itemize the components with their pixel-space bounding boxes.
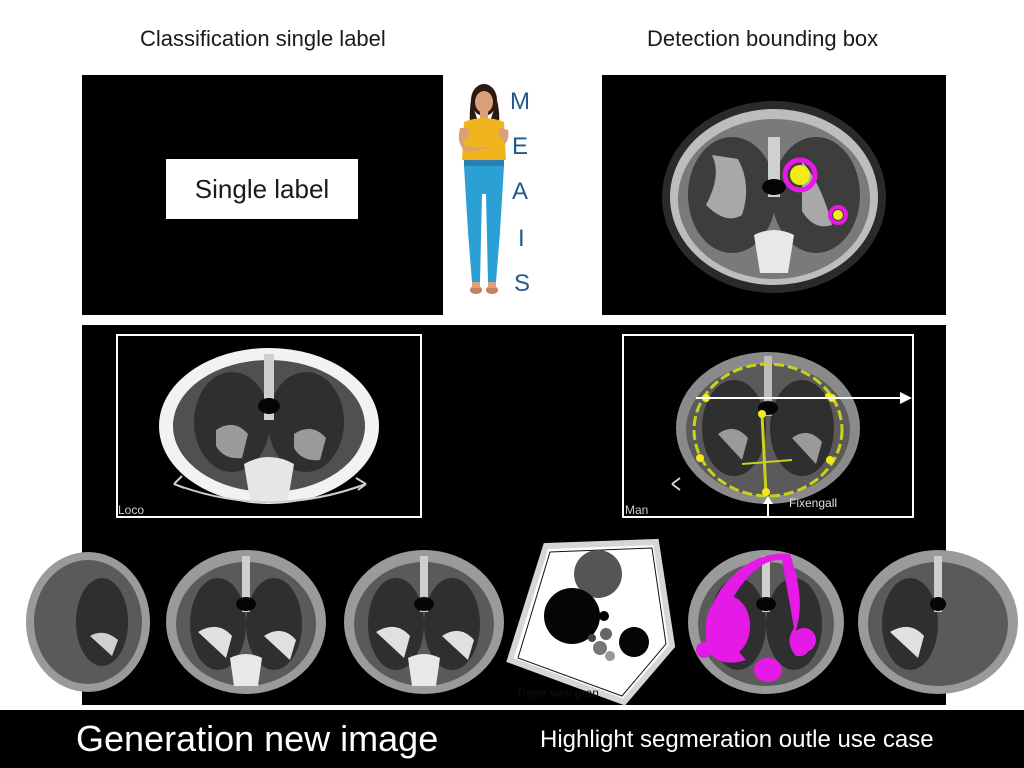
ct-thumbnail-6 (852, 540, 946, 700)
person-figure (450, 82, 520, 318)
right-corner-label: Man (625, 503, 648, 517)
vertical-letter-e: E (512, 133, 528, 161)
segmentation-magenta-thumbnail (682, 540, 850, 700)
ct-thumbnail-2 (158, 540, 334, 700)
single-label-box: Single label (166, 159, 358, 219)
vertical-letter-m: M (510, 88, 530, 116)
heading-classification: Classification single label (140, 26, 386, 52)
pointer-label: Fixengall (789, 496, 837, 510)
segmentation-frame-right (622, 334, 914, 518)
footer-generation-title: Generation new image (76, 718, 438, 760)
vertical-letter-a: A (512, 178, 528, 206)
polygon-shape-diagram (506, 538, 682, 708)
vertical-letter-i: I (518, 225, 525, 253)
segmentation-frame-left (116, 334, 422, 518)
ct-thumbnail-3 (336, 540, 512, 700)
left-corner-label: Loco (118, 503, 144, 517)
ct-thumbnail-1 (82, 540, 154, 700)
heading-detection: Detection bounding box (647, 26, 878, 52)
footer-segmentation-title: Highlight segmeration outle use case (540, 726, 934, 754)
vertical-letter-s: S (514, 270, 530, 298)
polygon-caption: Trojer wev gran (516, 686, 599, 700)
detection-ct-scan (602, 75, 946, 315)
